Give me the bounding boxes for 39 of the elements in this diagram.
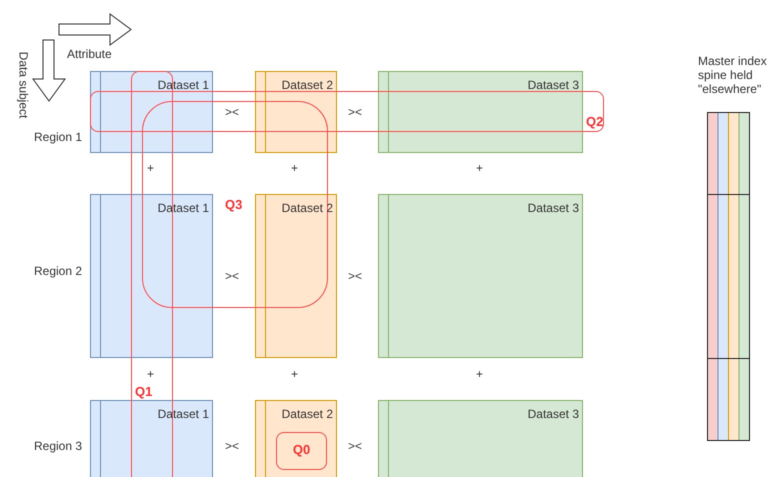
dataset-label: Dataset 3 — [528, 78, 579, 92]
dataset-panel — [90, 194, 213, 358]
union-symbol: + — [291, 367, 298, 381]
dataset-panel — [378, 194, 583, 358]
union-symbol: + — [476, 161, 484, 175]
query-label: Q3 — [225, 197, 242, 212]
dataset-panel — [255, 400, 337, 477]
dataset-panel — [90, 71, 213, 153]
dataset-panel — [90, 400, 213, 477]
dataset-label: Dataset 2 — [282, 78, 333, 92]
union-symbol: + — [291, 161, 298, 175]
union-symbol: + — [147, 161, 154, 175]
query-region — [276, 432, 327, 470]
query-region — [90, 91, 604, 132]
dataset-label: Dataset 2 — [282, 407, 333, 421]
query-region — [142, 101, 328, 308]
dataset-label: Dataset 3 — [528, 201, 579, 215]
query-label: Q0 — [292, 442, 312, 457]
join-symbol: >< — [225, 269, 240, 283]
axis-label: Attribute — [67, 47, 112, 61]
query-label: Q1 — [135, 384, 152, 399]
join-symbol: >< — [348, 105, 362, 119]
region-label: Region 2 — [34, 264, 82, 278]
join-symbol: >< — [225, 105, 240, 119]
dataset-label: Dataset 3 — [528, 407, 579, 421]
dataset-panel — [255, 71, 337, 153]
union-symbol: + — [147, 367, 154, 381]
region-label: Region 3 — [34, 439, 82, 453]
axis-label: Data subject — [16, 52, 30, 118]
union-symbol: + — [476, 367, 484, 381]
spine-caption: Master index spine held "elsewhere" — [698, 54, 768, 96]
dataset-panel — [378, 71, 583, 153]
join-symbol: >< — [348, 439, 362, 453]
region-label: Region 1 — [34, 130, 82, 144]
join-symbol: >< — [348, 269, 362, 283]
dataset-panel — [255, 194, 337, 358]
query-label: Q2 — [586, 114, 604, 129]
dataset-panel — [378, 400, 583, 477]
join-symbol: >< — [225, 439, 240, 453]
